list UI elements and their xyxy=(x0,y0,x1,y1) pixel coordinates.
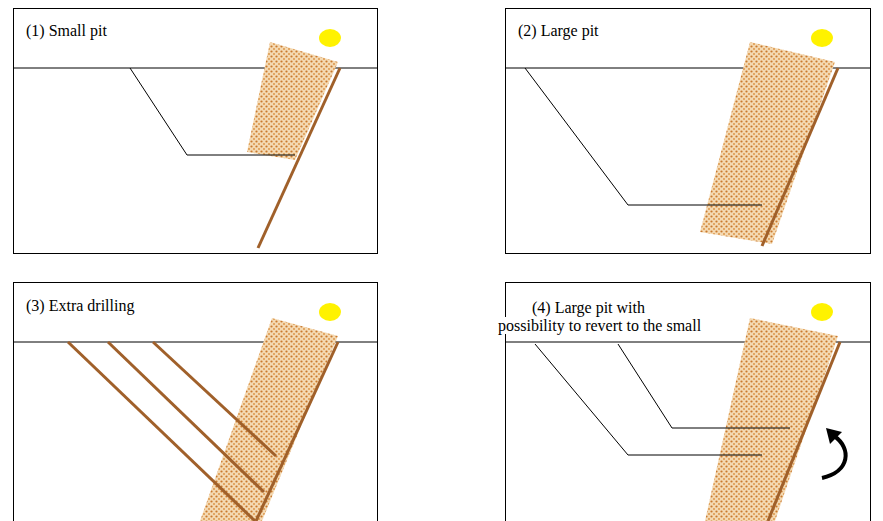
pit-outline xyxy=(525,68,762,205)
extra-drilling-figure xyxy=(13,303,377,521)
scenario-panel: (4) Large pit with possibility to revert… xyxy=(505,282,871,521)
ore-body xyxy=(705,318,838,521)
panel-title: (2) Large pit xyxy=(518,22,818,40)
panel-title-text: (4) Large pit with possibility to revert… xyxy=(498,299,701,334)
revert-arrow-head xyxy=(826,428,842,444)
panel-title-text: (1) Small pit xyxy=(26,22,107,39)
drill-hole xyxy=(258,68,340,248)
small-pit-figure xyxy=(13,29,377,248)
small-pit-outline xyxy=(618,344,790,428)
ore-body xyxy=(200,318,338,521)
revertible-pit-figure xyxy=(505,303,870,521)
sun xyxy=(319,303,341,321)
drill-hole xyxy=(256,342,338,521)
scenario-panel: (2) Large pit xyxy=(505,8,871,254)
pit-outline xyxy=(130,68,295,155)
drill-hole xyxy=(153,342,276,456)
scenario-panel: (3) Extra drilling xyxy=(13,282,378,521)
revert-arrow xyxy=(822,436,846,478)
panel-title: (3) Extra drilling xyxy=(26,297,326,315)
panel-title-text: (2) Large pit xyxy=(518,22,599,39)
large-pit-outline xyxy=(535,344,762,455)
sun xyxy=(811,29,833,47)
sun xyxy=(319,29,341,47)
ore-body xyxy=(700,42,835,244)
sun xyxy=(811,303,833,321)
panel-title: (4) Large pit with possibility to revert… xyxy=(498,299,710,335)
drill-hole xyxy=(68,342,255,521)
drill-hole xyxy=(762,68,838,246)
scenario-panel: (1) Small pit xyxy=(13,8,378,254)
drill-hole xyxy=(108,342,264,492)
large-pit-figure xyxy=(505,29,870,246)
panel-title-text: (3) Extra drilling xyxy=(26,297,134,314)
panel-title: (1) Small pit xyxy=(26,22,326,40)
